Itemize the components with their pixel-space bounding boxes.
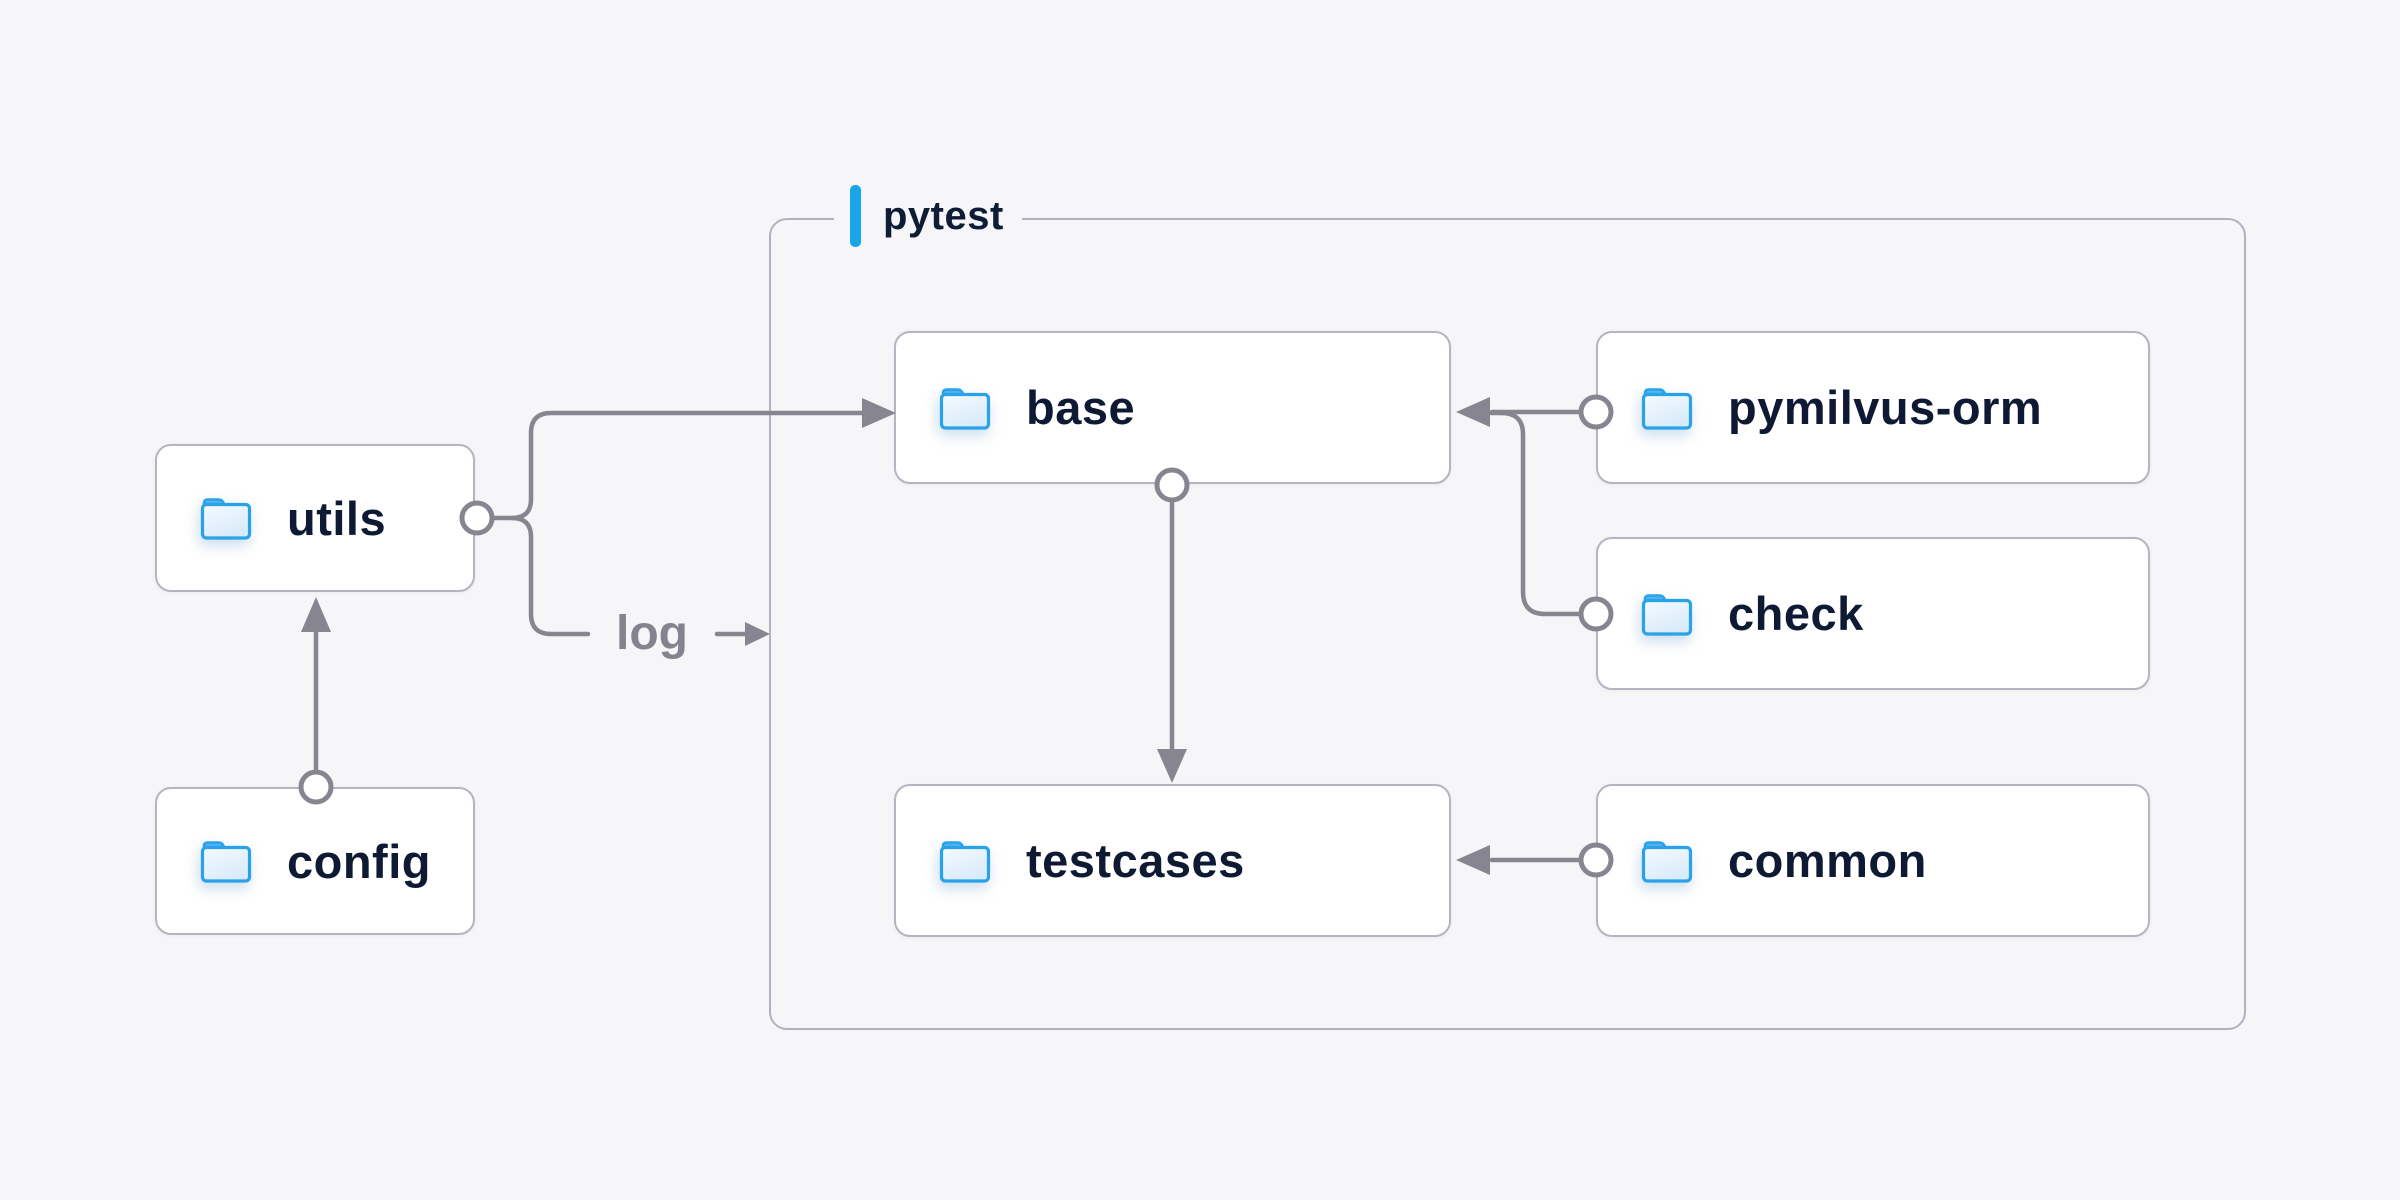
folder-icon <box>200 841 252 883</box>
node-config: config <box>155 787 475 935</box>
node-common: common <box>1596 784 2150 937</box>
edge-config-utils <box>298 597 334 805</box>
group-label-text: pytest <box>883 194 1004 238</box>
folder-icon <box>1641 593 1693 636</box>
pytest-group-container <box>769 218 2246 1030</box>
folder-icon <box>200 498 252 540</box>
node-label: pymilvus-orm <box>1728 381 2043 434</box>
folder-icon <box>1641 840 1693 883</box>
node-label: utils <box>287 491 387 545</box>
node-utils: utils <box>155 444 475 592</box>
accent-bar <box>850 185 861 247</box>
folder-icon <box>1641 387 1693 430</box>
folder-icon <box>939 387 991 430</box>
node-check: check <box>1596 537 2150 690</box>
node-label: check <box>1728 587 1864 640</box>
edge-label-log: log <box>616 607 688 660</box>
node-label: common <box>1728 834 1927 887</box>
node-label: testcases <box>1026 834 1245 887</box>
node-label: config <box>287 834 431 888</box>
pytest-group-label: pytest <box>834 184 1022 248</box>
node-pymilvus-orm: pymilvus-orm <box>1596 331 2150 484</box>
folder-icon <box>939 840 991 883</box>
node-testcases: testcases <box>894 784 1451 937</box>
node-base: base <box>894 331 1451 484</box>
node-label: base <box>1026 381 1136 434</box>
